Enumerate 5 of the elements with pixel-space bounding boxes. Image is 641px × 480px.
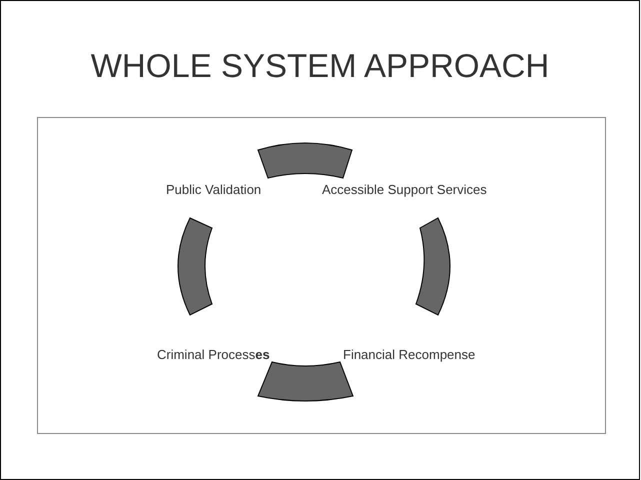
- cycle-label: Financial Recompense: [343, 346, 476, 364]
- cycle-label: Accessible Support Services: [322, 181, 487, 199]
- cycle-label: Public Validation: [166, 181, 262, 199]
- title: WHOLE SYSTEM APPROACH: [90, 46, 550, 86]
- cycle-label: Criminal Processes: [157, 346, 270, 364]
